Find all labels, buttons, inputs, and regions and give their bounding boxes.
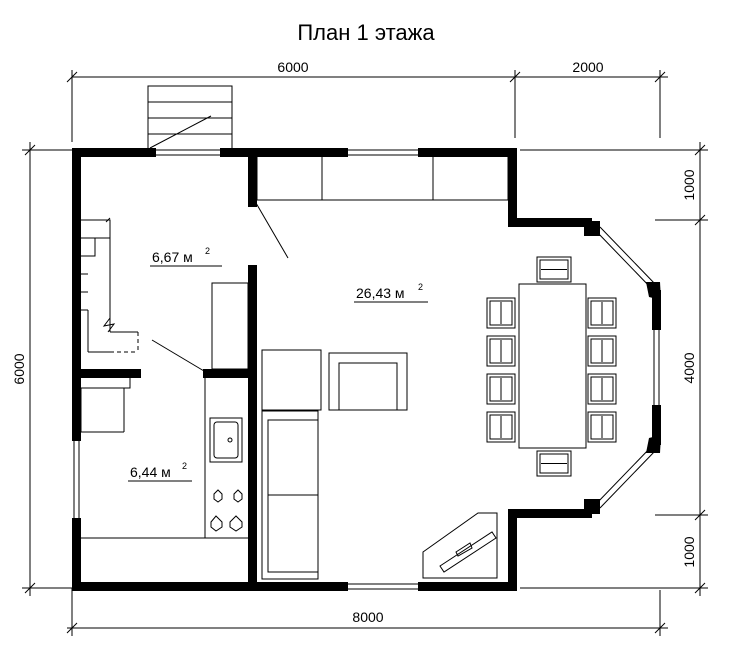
- exterior-walls: [72, 148, 661, 591]
- kitchen-area-power: 2: [182, 461, 187, 471]
- dim-top-left: 6000: [277, 59, 308, 75]
- plan-title: План 1 этажа: [297, 20, 435, 45]
- kitchen-area-text: 6,44 м: [130, 464, 171, 480]
- kitchen-counter: [81, 378, 248, 539]
- dim-bottom: 8000: [352, 609, 383, 625]
- dining-chair-left-2: [486, 335, 516, 367]
- dining-chair-right-2: [587, 335, 617, 367]
- dim-right-bottom: 1000: [681, 536, 697, 567]
- area-label-hall: 6,67 м 2: [150, 246, 222, 267]
- area-label-living: 26,43 м 2: [354, 282, 428, 303]
- hall-wardrobe: [211, 282, 249, 370]
- dim-left: 6000: [11, 353, 27, 384]
- hall-area-text: 6,67 м: [152, 249, 193, 265]
- dim-top-right: 2000: [572, 59, 603, 75]
- dim-right-top: 1000: [681, 169, 697, 200]
- armchair: [328, 352, 408, 411]
- hall-area-power: 2: [205, 246, 210, 256]
- area-label-kitchen: 6,44 м 2: [128, 461, 192, 482]
- dimension-lines: [22, 70, 708, 636]
- living-area-text: 26,43 м: [356, 285, 405, 301]
- dining-chair-right-3: [587, 373, 617, 405]
- sink: [209, 417, 243, 463]
- cabinet-block: [261, 349, 322, 411]
- dining-chair-bottom: [536, 450, 572, 477]
- living-area-power: 2: [418, 282, 423, 292]
- windows: [73, 149, 660, 590]
- dining-chair-left-3: [486, 373, 516, 405]
- staircase: [80, 217, 139, 433]
- dining-chair-right-1: [587, 297, 617, 329]
- wall-cabinet: [256, 154, 509, 201]
- doors: [151, 202, 289, 372]
- sofa: [261, 410, 319, 580]
- dining-chair-left-1: [486, 297, 516, 329]
- porch-steps: [147, 85, 233, 151]
- dining-chair-top: [536, 256, 572, 283]
- stove: [210, 489, 243, 532]
- dining-table: [518, 283, 587, 449]
- dining-chairs: [486, 256, 617, 477]
- dining-chair-right-4: [587, 411, 617, 443]
- dining-chair-left-4: [486, 411, 516, 443]
- fireplace: [422, 512, 498, 579]
- dim-right-middle: 4000: [681, 352, 697, 383]
- interior-walls: [81, 155, 257, 582]
